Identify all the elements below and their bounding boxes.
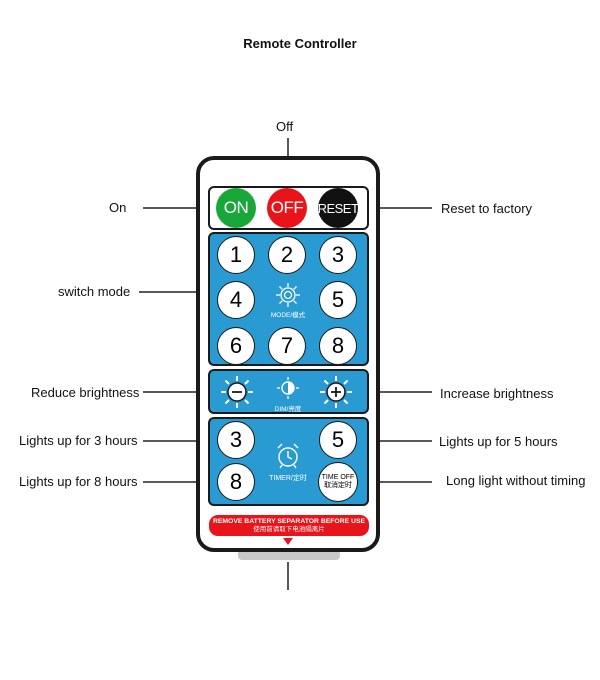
brightness-down-icon[interactable]	[219, 374, 255, 410]
mode-caption: MODE/模式	[270, 312, 306, 319]
timer-5-button[interactable]: 5	[319, 421, 357, 459]
mode-1-button[interactable]: 1	[217, 236, 255, 274]
warning-line-2: 使用前请取下电池隔离片	[253, 526, 325, 533]
timer-8-button[interactable]: 8	[217, 463, 255, 501]
label-three-hours: Lights up for 3 hours	[19, 433, 138, 448]
mode-7-button[interactable]: 7	[268, 327, 306, 365]
time-off-label-cn: 取消定时	[324, 482, 352, 489]
alarm-clock-icon	[277, 443, 299, 469]
mode-3-button[interactable]: 3	[319, 236, 357, 274]
warning-line-1: REMOVE BATTERY SEPARATOR BEFORE USE	[212, 518, 366, 525]
label-off: Off	[276, 119, 294, 134]
label-reduce: Reduce brightness	[31, 385, 140, 400]
dim-caption: DIM/亮度	[274, 406, 302, 413]
label-increase: Increase brightness	[440, 386, 554, 401]
brightness-up-icon[interactable]	[318, 374, 354, 410]
mode-5-button[interactable]: 5	[319, 281, 357, 319]
dim-icon	[277, 377, 299, 399]
triangle-down-icon	[283, 538, 293, 545]
timer-3-button[interactable]: 3	[217, 421, 255, 459]
time-off-button[interactable]: TIME OFF 取消定时	[318, 462, 358, 502]
label-eight-hours: Lights up for 8 hours	[19, 474, 138, 489]
gear-icon[interactable]	[273, 281, 303, 309]
label-on: On	[109, 200, 127, 215]
label-long-light: Long light without timing	[446, 473, 586, 488]
time-off-label: TIME OFF	[321, 474, 355, 481]
reset-button[interactable]: RESET	[318, 188, 359, 228]
diagram-title: Remote Controller	[243, 36, 357, 51]
on-button[interactable]: ON	[216, 188, 256, 228]
off-button[interactable]: OFF	[267, 188, 307, 228]
label-switch-mode: switch mode	[58, 284, 131, 299]
label-five-hours: Lights up for 5 hours	[439, 434, 558, 449]
label-reset: Reset to factory	[441, 201, 533, 216]
battery-warning: REMOVE BATTERY SEPARATOR BEFORE USE 使用前请…	[209, 515, 369, 536]
battery-tray	[238, 552, 340, 560]
timer-caption: TIMER/定时	[269, 475, 307, 482]
mode-8-button[interactable]: 8	[319, 327, 357, 365]
mode-4-button[interactable]: 4	[217, 281, 255, 319]
mode-2-button[interactable]: 2	[268, 236, 306, 274]
mode-6-button[interactable]: 6	[217, 327, 255, 365]
